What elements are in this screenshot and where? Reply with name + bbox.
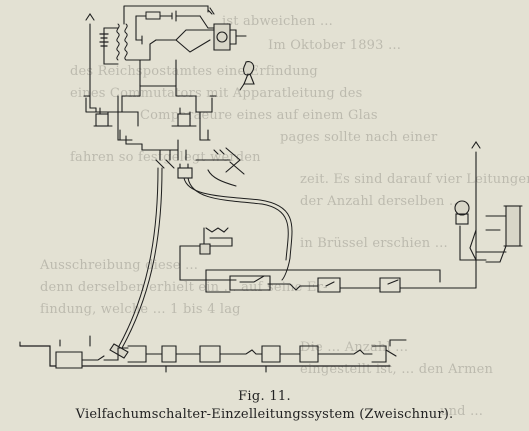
plug-rest-left	[179, 227, 237, 281]
bleed-line: denn derselben erhielt ein … auf seine E…	[40, 280, 328, 295]
figure-label: Fig. 11.	[238, 389, 291, 404]
bleed-line: der Anzahl derselben …	[300, 194, 463, 209]
bleed-line: pages sollte nach einer	[280, 130, 438, 145]
cord-pair	[109, 147, 293, 359]
bleed-line: Im Oktober 1893 …	[268, 38, 402, 53]
bleed-line: eines Commutators mit Apparatleitung des	[70, 86, 363, 101]
bleed-line: fahren so festgelegt werden	[70, 150, 261, 165]
bleed-line: Die … Anzahl …	[300, 340, 409, 355]
bleed-line: Ausschreibung diese …	[40, 258, 199, 273]
bleed-line: ist abweichen …	[222, 14, 334, 29]
bleed-line: und …	[440, 404, 484, 419]
figure-caption: Vielfachumschalter-Einzelleitungssystem …	[75, 407, 454, 422]
bleed-line: zeit. Es sind darauf vier Leitungen und	[300, 172, 529, 187]
bleed-line: des Reichspostamtes eine Erfindung	[70, 64, 318, 79]
subscriber-station	[439, 141, 523, 289]
bleed-line: in Brüssel erschien …	[300, 236, 448, 251]
jack-strip-middle	[205, 269, 441, 293]
operator-set	[85, 5, 255, 109]
operator-keys	[83, 59, 217, 151]
jack-strip-bottom	[19, 335, 407, 373]
